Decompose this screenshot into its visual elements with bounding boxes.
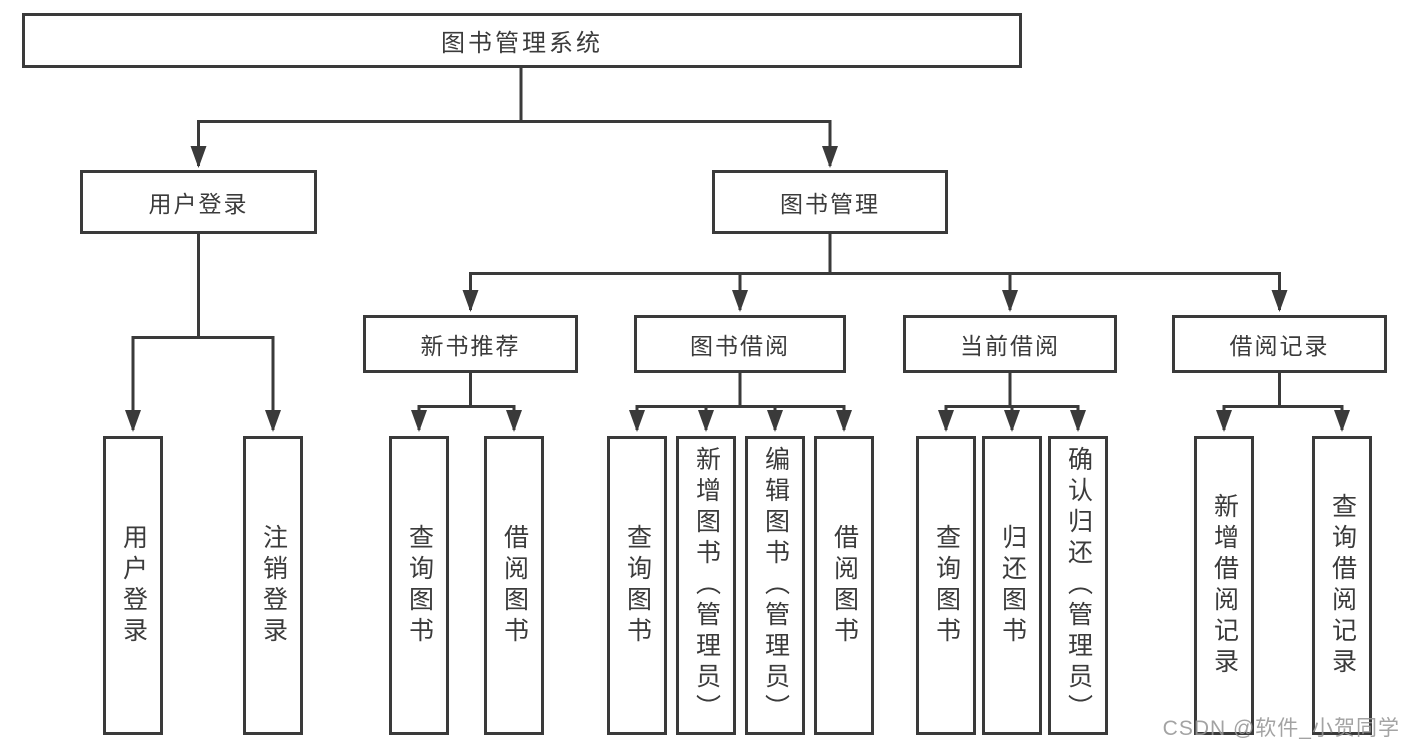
node-leaf-user-login: 用户登录 (103, 436, 163, 735)
node-leaf-confirm-return-admin: 确认归还（管理员） (1048, 436, 1108, 735)
node-book-borrow: 图书借阅 (634, 315, 846, 373)
node-leaf-return-book: 归还图书 (982, 436, 1042, 735)
leaf-label: 借阅图书 (500, 523, 529, 648)
leaf-label: 新增借阅记录 (1210, 492, 1239, 679)
node-new-book-recommend: 新书推荐 (363, 315, 578, 373)
node-leaf-query-borrow-record: 查询借阅记录 (1312, 436, 1372, 735)
leaf-label: 确认归还（管理员） (1064, 446, 1093, 725)
leaf-label: 新增图书（管理员） (692, 446, 721, 725)
node-borrow-records: 借阅记录 (1172, 315, 1387, 373)
leaf-label: 借阅图书 (830, 523, 859, 648)
leaf-label: 注销登录 (259, 523, 288, 648)
leaf-label: 归还图书 (998, 523, 1027, 648)
leaf-label: 查询图书 (405, 523, 434, 648)
leaf-label: 编辑图书（管理员） (761, 446, 790, 725)
node-leaf-edit-book-admin: 编辑图书（管理员） (745, 436, 805, 735)
node-leaf-query-books-recommend: 查询图书 (389, 436, 449, 735)
node-leaf-query-books-current: 查询图书 (916, 436, 976, 735)
node-leaf-add-borrow-record: 新增借阅记录 (1194, 436, 1254, 735)
node-leaf-borrow-books-2: 借阅图书 (814, 436, 874, 735)
watermark: CSDN @软件_小贺同学 (1162, 717, 1400, 740)
node-book-management: 图书管理 (712, 170, 948, 234)
node-current-borrow: 当前借阅 (903, 315, 1117, 373)
leaf-label: 查询借阅记录 (1328, 492, 1357, 679)
leaf-label: 查询图书 (623, 523, 652, 648)
node-user-login: 用户登录 (80, 170, 317, 234)
leaf-label: 查询图书 (932, 523, 961, 648)
node-library-management-system: 图书管理系统 (22, 13, 1022, 68)
node-leaf-add-book-admin: 新增图书（管理员） (676, 436, 736, 735)
node-leaf-query-books-borrow: 查询图书 (607, 436, 667, 735)
leaf-label: 用户登录 (119, 523, 148, 648)
node-leaf-logout: 注销登录 (243, 436, 303, 735)
node-leaf-borrow-books-recommend: 借阅图书 (484, 436, 544, 735)
